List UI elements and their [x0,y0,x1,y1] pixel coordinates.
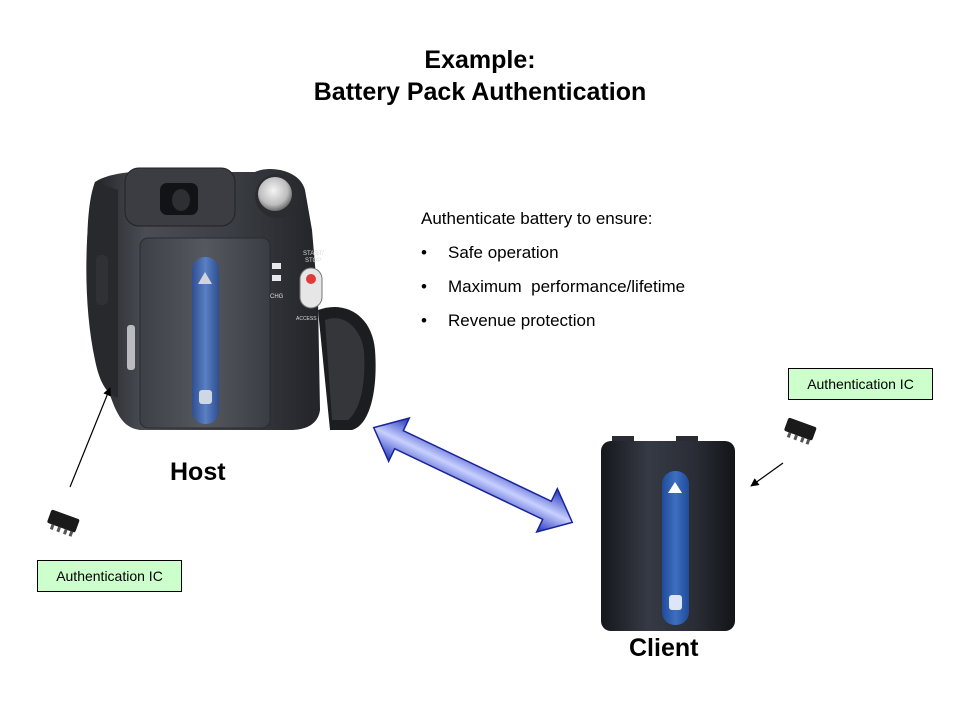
pointer-arrow-client [750,462,784,487]
bullet-list: Authenticate battery to ensure: • Safe op… [421,206,685,342]
client-label: Client [629,634,699,662]
access-label: ACCESS [296,316,317,322]
start-stop-label: START/ [303,251,324,257]
bullet-text: Revenue protection [448,311,596,330]
bullet-text: Safe operation [448,243,559,262]
auth-ic-label-right: Authentication IC [788,368,933,400]
host-camcorder: START/ STOP CHG ACCESS [86,167,376,431]
bullet-dot: • [421,277,427,296]
auth-ic-label-left: Authentication IC [37,560,182,592]
host-battery-stripe [192,257,219,424]
bullet-intro: Authenticate battery to ensure: [421,209,653,228]
bullet-dot: • [421,311,427,330]
bullet-item: • Revenue protection [421,308,685,342]
host-label: Host [170,458,226,486]
bullet-item: • Safe operation [421,240,685,274]
slide-title-line1: Example: [424,46,536,74]
slide-title-line2: Battery Pack Authentication [313,78,647,106]
side-latch [127,325,135,370]
chg-label: CHG [270,294,284,300]
bidirectional-arrow-icon [372,416,574,534]
pointer-arrow-host [69,387,112,488]
start-stop-button [299,267,323,309]
start-stop-label-2: STOP [305,258,321,264]
client-battery-stripe [662,471,689,625]
bullet-item: • Maximum performance/lifetime [421,274,685,308]
mode-dial [258,177,292,211]
ic-chip-icon [784,417,817,445]
ic-chip-icon [47,509,80,537]
client-battery [601,436,735,631]
bullet-dot: • [421,243,427,262]
bullet-text: Maximum performance/lifetime [448,277,686,296]
